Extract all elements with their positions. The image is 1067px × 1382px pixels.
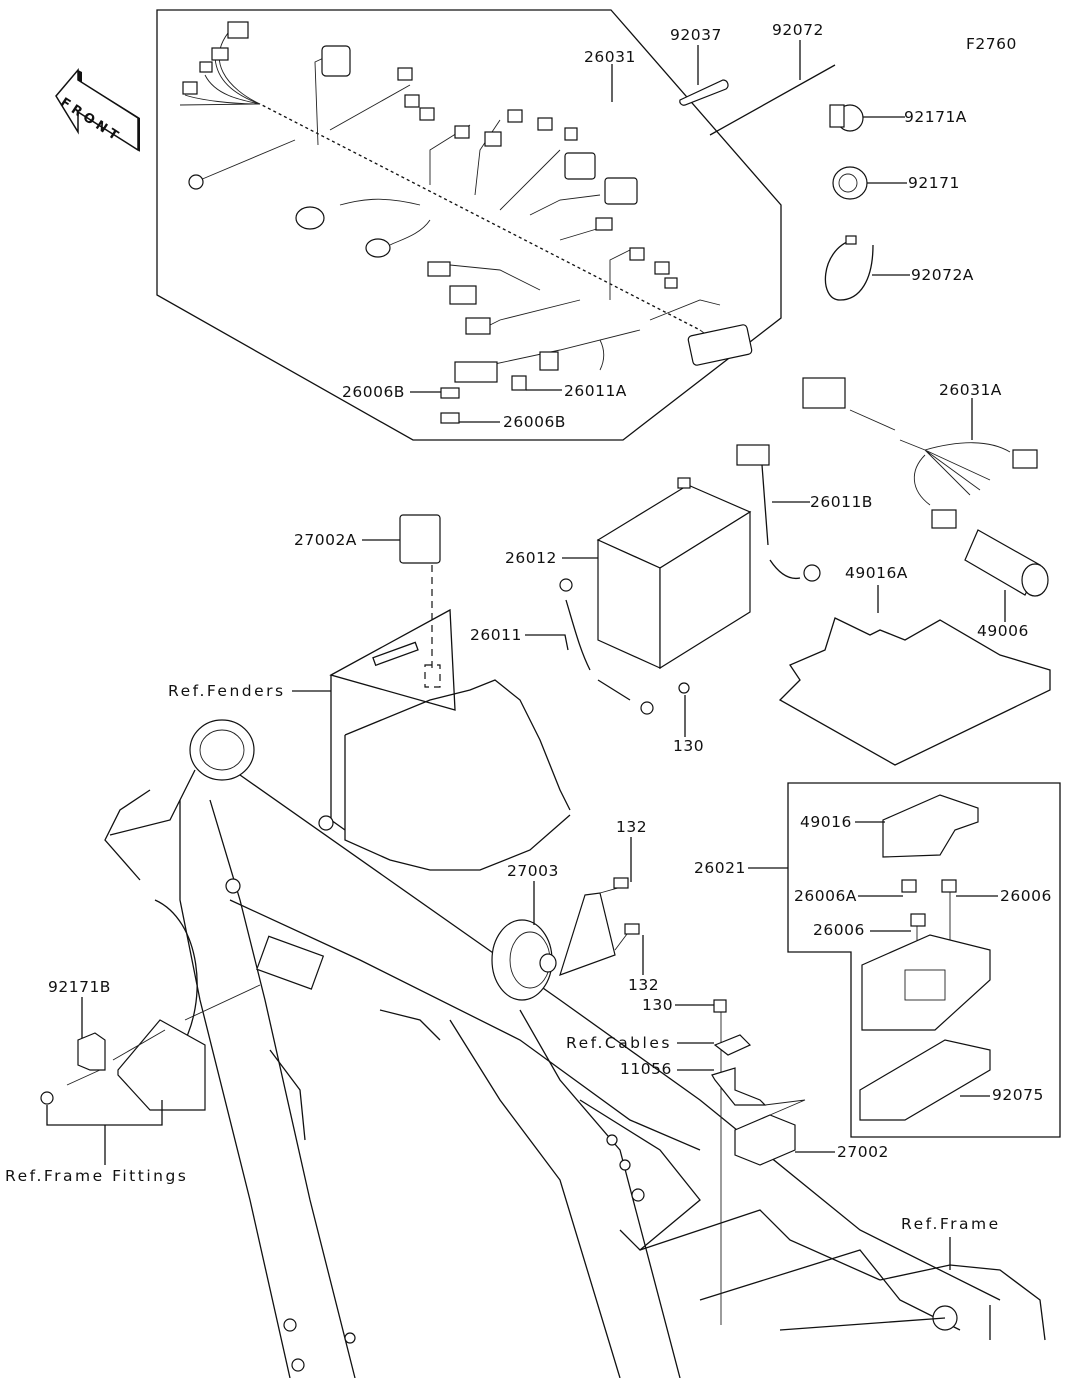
part-label-92171b[interactable]: 92171B <box>48 978 111 996</box>
part-label-49016[interactable]: 49016 <box>800 813 852 831</box>
part-label-26012[interactable]: 26012 <box>505 549 557 567</box>
part-label-132-b[interactable]: 132 <box>628 976 660 994</box>
part-label-92072a[interactable]: 92072A <box>911 266 974 284</box>
part-92171 <box>832 166 868 200</box>
part-label-92075[interactable]: 92075 <box>992 1086 1044 1104</box>
part-label-26006-a[interactable]: 26006 <box>1000 887 1052 905</box>
fuse-26006b-2 <box>440 412 460 424</box>
part-label-26006b-2[interactable]: 26006B <box>503 413 566 431</box>
part-label-92072[interactable]: 92072 <box>772 21 824 39</box>
part-label-27002a[interactable]: 27002A <box>294 531 357 549</box>
part-label-26011[interactable]: 26011 <box>470 626 522 644</box>
connector-26011a <box>511 375 527 391</box>
part-label-26031[interactable]: 26031 <box>584 48 636 66</box>
ref-label-fenders[interactable]: Ref.Fenders <box>168 682 286 700</box>
part-label-49016a[interactable]: 49016A <box>845 564 908 582</box>
figure-id: F2760 <box>966 35 1017 53</box>
part-49006 <box>964 529 1049 597</box>
part-26011b <box>736 444 821 582</box>
ref-label-cables[interactable]: Ref.Cables <box>566 1034 672 1052</box>
part-label-92171a[interactable]: 92171A <box>904 108 967 126</box>
part-label-26006b-1[interactable]: 26006B <box>342 383 405 401</box>
part-label-132-a[interactable]: 132 <box>616 818 648 836</box>
fuse-26006b-1 <box>440 387 460 399</box>
part-label-26021[interactable]: 26021 <box>694 859 746 877</box>
part-label-130-b[interactable]: 130 <box>642 996 674 1014</box>
bracket-assembly <box>711 999 806 1325</box>
main-wiring-harness <box>179 21 753 383</box>
part-label-27002[interactable]: 27002 <box>837 1143 889 1161</box>
part-92171a <box>829 104 864 132</box>
part-label-92171[interactable]: 92171 <box>908 174 960 192</box>
part-92072a <box>824 239 874 301</box>
horn-27003 <box>491 877 640 1001</box>
part-92037 <box>679 79 729 106</box>
part-label-26031a[interactable]: 26031A <box>939 381 1002 399</box>
part-label-130-a[interactable]: 130 <box>673 737 705 755</box>
ref-label-frame[interactable]: Ref.Frame <box>901 1215 1001 1233</box>
part-92171b <box>40 984 261 1111</box>
battery-case <box>318 608 571 871</box>
battery-26012 <box>596 477 752 670</box>
part-label-26011b[interactable]: 26011B <box>810 493 873 511</box>
part-label-11056[interactable]: 11056 <box>620 1060 672 1078</box>
part-label-92037[interactable]: 92037 <box>670 26 722 44</box>
part-26031a <box>802 377 1038 529</box>
harness-kit-outline <box>156 9 782 441</box>
part-26011 <box>559 578 690 715</box>
part-49016a <box>778 617 1051 766</box>
part-label-26006a[interactable]: 26006A <box>794 887 857 905</box>
motorcycle-frame <box>104 719 1046 1379</box>
part-label-26006-b[interactable]: 26006 <box>813 921 865 939</box>
part-label-27003[interactable]: 27003 <box>507 862 559 880</box>
part-92072 <box>709 64 836 136</box>
leader-lines <box>46 40 1006 1340</box>
front-arrow-icon <box>55 67 140 152</box>
part-label-49006[interactable]: 49006 <box>977 622 1029 640</box>
relay-27002a <box>399 514 441 688</box>
fuse-box-group-26021 <box>787 782 1061 1138</box>
part-label-26011a[interactable]: 26011A <box>564 382 627 400</box>
ref-label-frame-fittings[interactable]: Ref.Frame Fittings <box>5 1167 189 1185</box>
